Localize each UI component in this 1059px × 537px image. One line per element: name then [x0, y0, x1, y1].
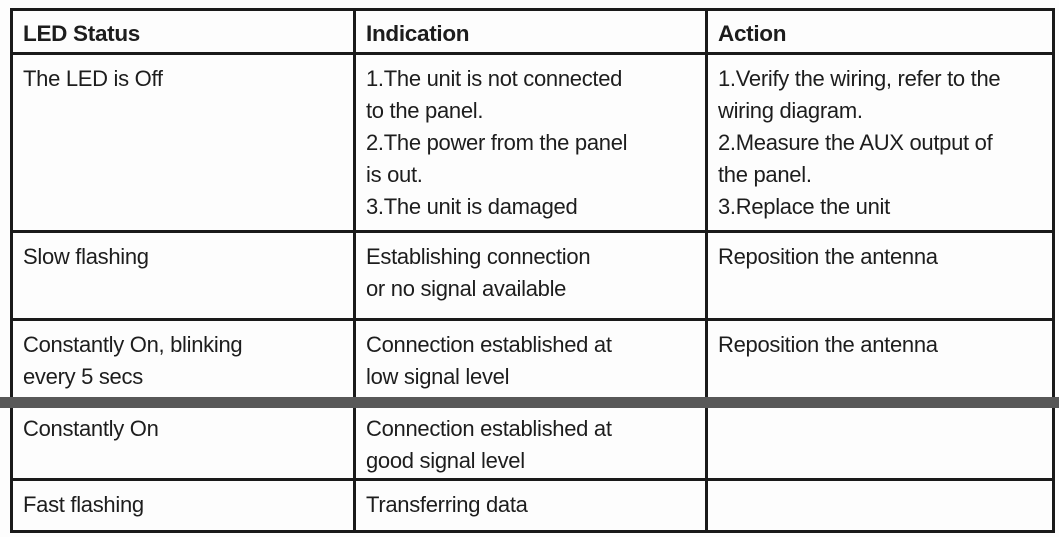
cell-led-status: The LED is Off: [10, 52, 356, 233]
cell-indication: Transferring data: [353, 478, 708, 533]
cell-action: Reposition the antenna: [705, 230, 1055, 321]
led-status-table: LED Status Indication Action The LED is …: [10, 8, 1055, 533]
cell-led-status: Slow flashing: [10, 230, 356, 321]
cell-indication: Connection established at good signal le…: [353, 402, 708, 481]
header-led-status: LED Status: [10, 8, 356, 55]
cell-action: Reposition the antenna: [705, 318, 1055, 405]
table-row: Constantly On, blinking every 5 secs Con…: [10, 318, 1055, 405]
table-row: Constantly On Connection established at …: [10, 402, 1055, 481]
table-header-row: LED Status Indication Action: [10, 8, 1055, 55]
cell-led-status: Constantly On, blinking every 5 secs: [10, 318, 356, 405]
header-action: Action: [705, 8, 1055, 55]
cell-action: 1.Verify the wiring, refer to the wiring…: [705, 52, 1055, 233]
thick-gray-divider-bar: [0, 397, 1059, 408]
table-row: Fast flashing Transferring data: [10, 478, 1055, 533]
header-indication: Indication: [353, 8, 708, 55]
cell-led-status: Constantly On: [10, 402, 356, 481]
table-row: Slow flashing Establishing connection or…: [10, 230, 1055, 321]
cell-indication: 1.The unit is not connected to the panel…: [353, 52, 708, 233]
cell-indication: Establishing connection or no signal ava…: [353, 230, 708, 321]
cell-action: [705, 478, 1055, 533]
cell-action: [705, 402, 1055, 481]
cell-indication: Connection established at low signal lev…: [353, 318, 708, 405]
table-row: The LED is Off 1.The unit is not connect…: [10, 52, 1055, 233]
cell-led-status: Fast flashing: [10, 478, 356, 533]
